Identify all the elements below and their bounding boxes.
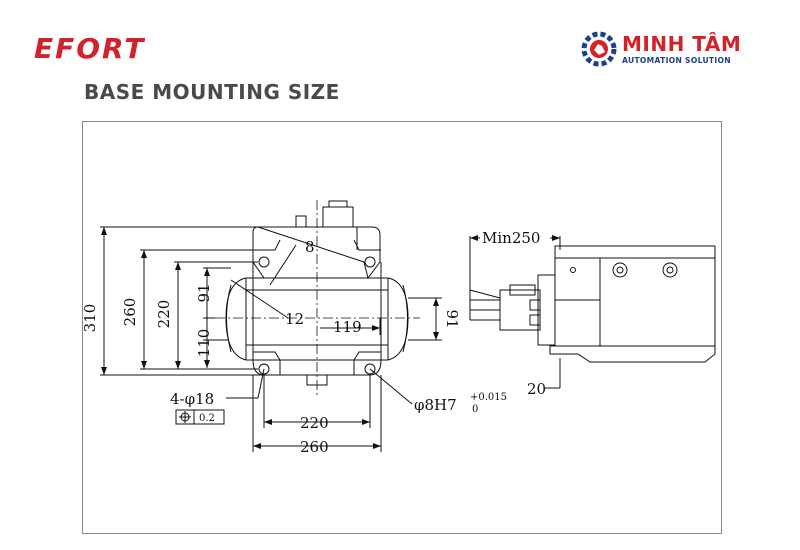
pin-tolerance-upper: +0.015 [470,392,507,403]
dim-260-horizontal: 260 [300,438,329,456]
holes-spec: 4-φ18 [170,390,214,408]
dim-220-vertical: 220 [155,300,173,329]
dim-260-vertical: 260 [121,298,139,327]
dim-119: 119 [333,318,362,336]
position-tolerance-icon [179,411,191,423]
dim-8: 8 [305,238,315,256]
dim-220-horizontal: 220 [300,414,329,432]
minh-tam-subtitle: AUTOMATION SOLUTION [622,56,731,65]
drawing-frame [82,121,722,534]
dim-20: 20 [527,380,546,398]
efort-logo: EFORT [34,32,146,65]
minh-tam-logo: MINH TÂM AUTOMATION SOLUTION [580,30,770,70]
tolerance-value: 0.2 [199,413,215,424]
mounting-hole [364,363,376,375]
mounting-hole [258,363,270,375]
dim-91-right: 91 [443,309,461,328]
dim-310: 310 [81,304,99,333]
minh-tam-name: MINH TÂM [622,32,742,56]
pin-tolerance-lower: 0 [472,404,478,415]
dim-91-left: 91 [195,283,213,302]
dim-12: 12 [285,310,304,328]
base-plate-outline [257,226,381,280]
dim-110: 110 [195,329,213,358]
gear-hand-logo-icon [581,31,617,67]
mounting-hole [258,256,270,268]
pin-spec: φ8H7 [414,396,457,414]
page-title: BASE MOUNTING SIZE [84,80,340,104]
mounting-hole [364,256,376,268]
dim-min250: Min250 [482,229,540,247]
